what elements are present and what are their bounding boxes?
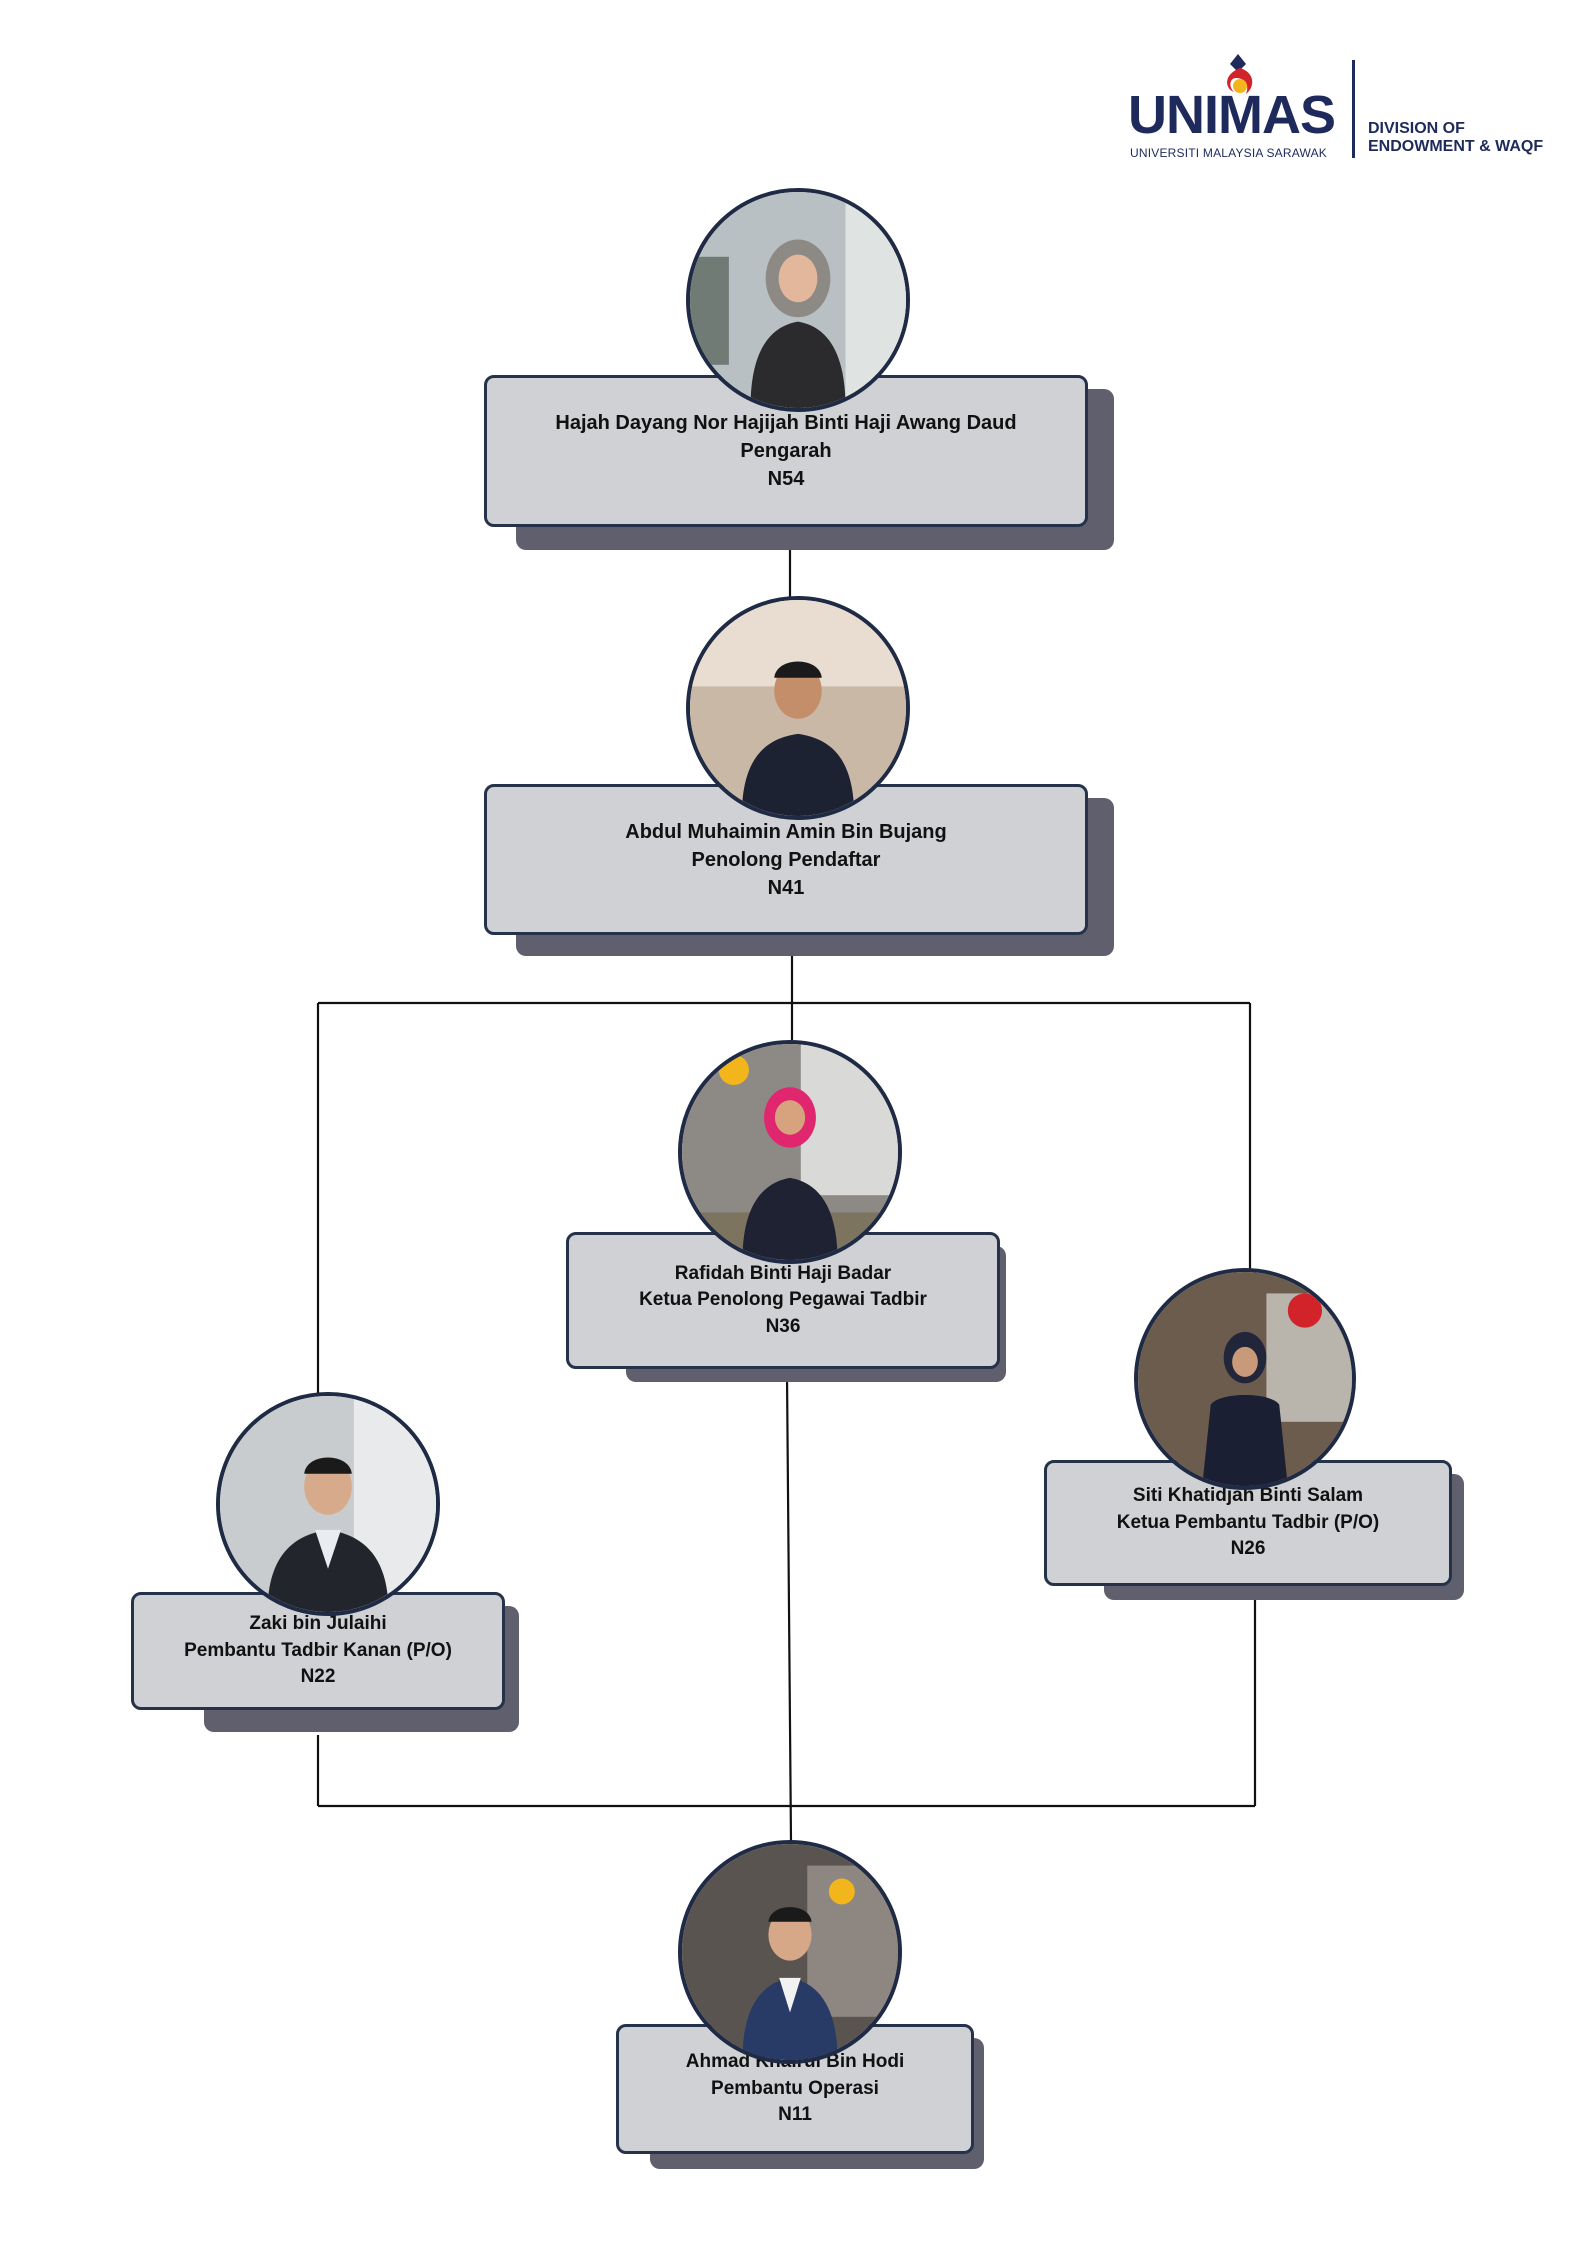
logo-separator — [1352, 60, 1355, 158]
chief-assistant-card: Siti Khatidjah Binti Salam Ketua Pembant… — [1044, 1460, 1464, 1600]
chief-assistant-photo — [1134, 1268, 1356, 1490]
connector-middle-down — [785, 1374, 793, 1843]
logo-division-line1: DIVISION OF — [1368, 120, 1465, 137]
director-photo — [686, 188, 910, 412]
chief-assistant-grade: N26 — [1230, 1538, 1266, 1560]
chief-admin-name: Rafidah Binti Haji Badar — [674, 1262, 892, 1284]
senior-assistant-photo — [216, 1392, 440, 1616]
assistant-registrar-name: Abdul Muhaimin Amin Bin Bujang — [625, 820, 947, 843]
operations-title: Pembantu Operasi — [711, 2077, 879, 2099]
unimas-flame-icon — [1227, 54, 1253, 94]
assistant-registrar-card: Abdul Muhaimin Amin Bin Bujang Penolong … — [484, 784, 1114, 956]
logo-division-line2: ENDOWMENT & WAQF — [1368, 138, 1544, 155]
assistant-registrar-title: Penolong Pendaftar — [691, 848, 881, 871]
chief-assistant-title: Ketua Pembantu Tadbir (P/O) — [1116, 1511, 1380, 1533]
director-name: Hajah Dayang Nor Hajijah Binti Haji Awan… — [555, 412, 1017, 434]
operations-photo — [678, 1840, 902, 2064]
senior-assistant-name: Zaki bin Julaihi — [249, 1613, 387, 1635]
chief-admin-title: Ketua Penolong Pegawai Tadbir — [639, 1289, 927, 1311]
director-title: Pengarah — [740, 440, 832, 462]
assistant-registrar-grade: N41 — [767, 876, 805, 899]
senior-assistant-title: Pembantu Tadbir Kanan (P/O) — [184, 1639, 452, 1661]
senior-assistant-card: Zaki bin Julaihi Pembantu Tadbir Kanan (… — [131, 1592, 519, 1732]
director-grade: N54 — [767, 468, 805, 490]
chief-assistant-name: Siti Khatidjah Binti Salam — [1132, 1485, 1364, 1507]
chief-admin-photo — [678, 1040, 902, 1264]
assistant-registrar-photo — [686, 596, 910, 820]
logo-wordmark: UNIMAS — [1128, 85, 1336, 145]
operations-grade: N11 — [778, 2104, 812, 2126]
logo-university-name: UNIVERSITI MALAYSIA SARAWAK — [1130, 146, 1328, 160]
senior-assistant-grade: N22 — [300, 1666, 336, 1688]
unimas-logo: UNIMAS UNIVERSITI MALAYSIA SARAWAK DIVIS… — [1120, 52, 1544, 162]
operations-card: Ahmad Khairul Bin Hodi Pembantu Operasi … — [616, 2024, 984, 2169]
chief-admin-grade: N36 — [765, 1315, 801, 1337]
